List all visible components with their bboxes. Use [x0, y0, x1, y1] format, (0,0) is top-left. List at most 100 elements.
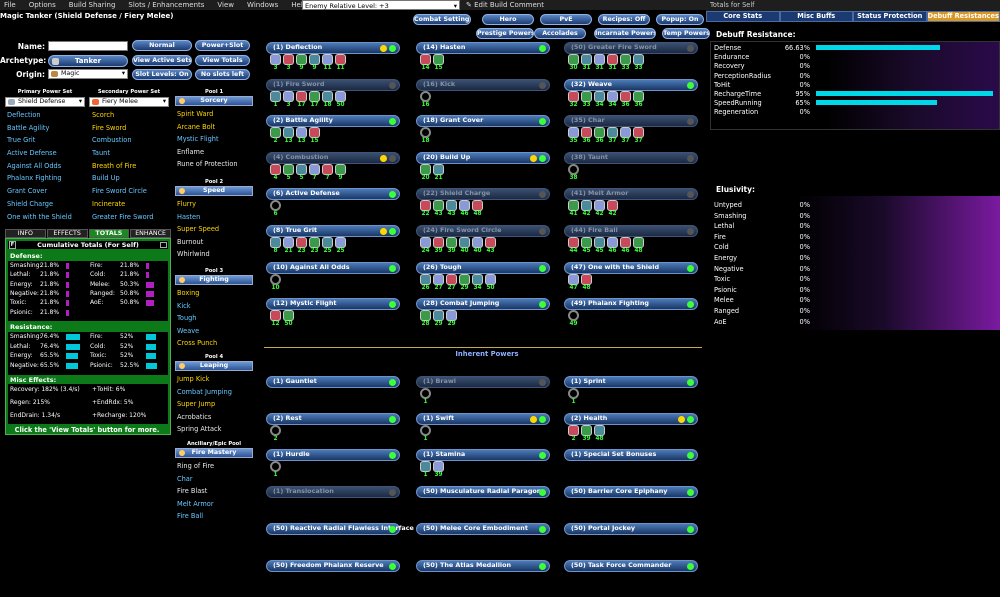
secondary-power-scorch[interactable]: Scorch: [92, 109, 180, 122]
pool-power-enflame[interactable]: Enflame: [177, 146, 257, 159]
enhancement-icon[interactable]: [594, 200, 605, 211]
pool-power-super-jump[interactable]: Super Jump: [177, 398, 257, 411]
edit-build-comment-button[interactable]: ✎ Edit Build Comment: [466, 0, 544, 10]
enhancement-icon[interactable]: [420, 164, 431, 175]
tab-effects[interactable]: EFFECTS: [47, 229, 88, 238]
enhancement-icon[interactable]: [446, 310, 457, 321]
name-field[interactable]: [48, 41, 128, 51]
tab-totals[interactable]: TOTALS: [89, 229, 130, 238]
pool-1-select[interactable]: Sorcery: [175, 96, 253, 106]
enhancement-icon[interactable]: [420, 425, 431, 436]
enhancement-icon[interactable]: [568, 164, 579, 175]
enhancement-icon[interactable]: [446, 200, 457, 211]
pool-power-boxing[interactable]: Boxing: [177, 287, 257, 300]
secondary-power-fire-sword[interactable]: Fire Sword: [92, 122, 180, 135]
menu-view[interactable]: View: [217, 1, 234, 9]
enhancement-icon[interactable]: [633, 127, 644, 138]
secondary-power-fire-sword-circle[interactable]: Fire Sword Circle: [92, 185, 180, 198]
enhancement-icon[interactable]: [420, 91, 431, 102]
primary-power-against-all-odds[interactable]: Against All Odds: [7, 160, 95, 173]
primary-power-phalanx-fighting[interactable]: Phalanx Fighting: [7, 172, 95, 185]
secondary-power-build-up[interactable]: Build Up: [92, 172, 180, 185]
enhancement-icon[interactable]: [620, 91, 631, 102]
pool-power-ring-of-fire[interactable]: Ring of Fire: [177, 460, 257, 473]
power-slot-freedom-phalanx-reserve[interactable]: (50) Freedom Phalanx Reserve: [266, 560, 400, 597]
incarnate-powers-button[interactable]: Incarnate Powers: [594, 28, 656, 39]
enhancement-icon[interactable]: [270, 54, 281, 65]
view-active-sets-button[interactable]: View Active Sets: [132, 55, 192, 66]
popup-on-button[interactable]: Popup: On: [656, 14, 704, 25]
enhancement-icon[interactable]: [581, 237, 592, 248]
primary-power-shield-charge[interactable]: Shield Charge: [7, 198, 95, 211]
enhancement-icon[interactable]: [459, 200, 470, 211]
enhancement-icon[interactable]: [420, 461, 431, 472]
primary-power-true-grit[interactable]: True Grit: [7, 134, 95, 147]
enhancement-icon[interactable]: [568, 388, 579, 399]
enhancement-icon[interactable]: [620, 237, 631, 248]
enhancement-icon[interactable]: [633, 237, 644, 248]
enhancement-icon[interactable]: [568, 274, 579, 285]
enhancement-icon[interactable]: [568, 200, 579, 211]
no-slots-left-button[interactable]: No slots left: [195, 69, 250, 80]
archetype-select[interactable]: Tanker: [48, 55, 128, 67]
recipes-off-button[interactable]: Recipes: Off: [598, 14, 650, 25]
enhancement-icon[interactable]: [296, 91, 307, 102]
enhancement-icon[interactable]: [568, 91, 579, 102]
enhancement-icon[interactable]: [433, 164, 444, 175]
primary-power-deflection[interactable]: Deflection: [7, 109, 95, 122]
pool-power-char[interactable]: Char: [177, 473, 257, 486]
enhancement-icon[interactable]: [607, 237, 618, 248]
pool-power-kick[interactable]: Kick: [177, 300, 257, 313]
primary-power-battle-agility[interactable]: Battle Agility: [7, 122, 95, 135]
menu-file[interactable]: File: [4, 1, 16, 9]
power-slot-portal-jockey[interactable]: (50) Portal Jockey: [564, 523, 698, 560]
primary-power-grant-cover[interactable]: Grant Cover: [7, 185, 95, 198]
tab-enhance[interactable]: ENHANCE: [130, 229, 171, 238]
pool-power-cross-punch[interactable]: Cross Punch: [177, 337, 257, 350]
enhancement-icon[interactable]: [446, 237, 457, 248]
secondary-power-breath-of-fire[interactable]: Breath of Fire: [92, 160, 180, 173]
pool-power-fire-ball[interactable]: Fire Ball: [177, 510, 257, 523]
pool-power-rune-of-protection[interactable]: Rune of Protection: [177, 158, 257, 171]
origin-select[interactable]: Magic: [48, 69, 128, 79]
enhancement-icon[interactable]: [283, 91, 294, 102]
pool-power-super-speed[interactable]: Super Speed: [177, 223, 257, 236]
pool-power-tough[interactable]: Tough: [177, 312, 257, 325]
enhancement-icon[interactable]: [568, 237, 579, 248]
secondary-power-taunt[interactable]: Taunt: [92, 147, 180, 160]
menu-slots-enhancements[interactable]: Slots / Enhancements: [128, 1, 204, 9]
power-slot-musculature-radial-paragon[interactable]: (50) Musculature Radial Paragon: [416, 486, 550, 523]
enhancement-icon[interactable]: [309, 91, 320, 102]
enhancement-icon[interactable]: [283, 237, 294, 248]
enhancement-icon[interactable]: [433, 54, 444, 65]
enhancement-icon[interactable]: [309, 54, 320, 65]
enhancement-icon[interactable]: [568, 425, 579, 436]
temp-powers-button[interactable]: Temp Powers: [662, 28, 710, 39]
enhancement-icon[interactable]: [581, 425, 592, 436]
enhancement-icon[interactable]: [322, 54, 333, 65]
float-toggle[interactable]: F: [9, 241, 16, 249]
secondary-power-incinerate[interactable]: Incinerate: [92, 198, 180, 211]
enhancement-icon[interactable]: [296, 237, 307, 248]
power-slot-melee-core-embodiment[interactable]: (50) Melee Core Embodiment: [416, 523, 550, 560]
view-totals-button[interactable]: View Totals: [195, 55, 250, 66]
normal-button[interactable]: Normal: [132, 40, 192, 51]
enhancement-icon[interactable]: [335, 54, 346, 65]
enhancement-icon[interactable]: [485, 274, 496, 285]
pool-5-select[interactable]: Fire Mastery: [175, 448, 253, 458]
enemy-level-select[interactable]: Enemy Relative Level: +3: [302, 0, 460, 10]
menu-build-sharing[interactable]: Build Sharing: [69, 1, 116, 9]
enhancement-icon[interactable]: [472, 200, 483, 211]
